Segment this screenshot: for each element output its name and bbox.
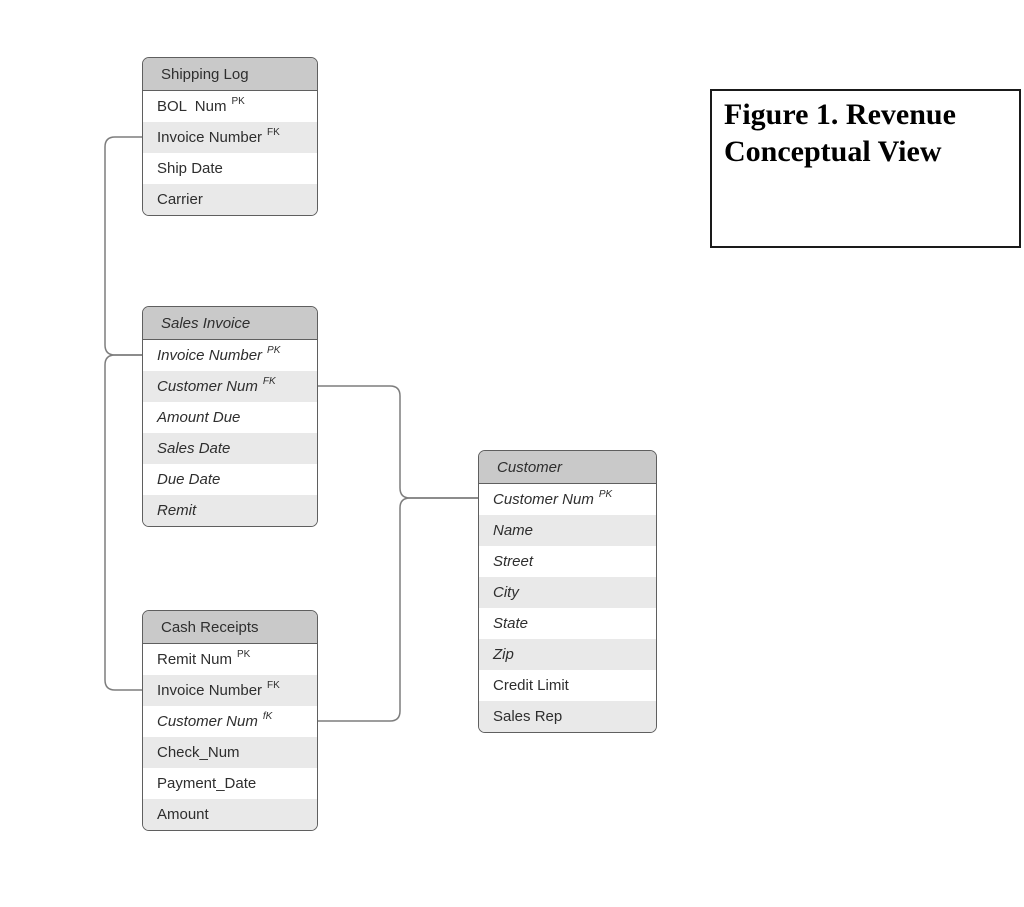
attribute-row: Zip [479, 639, 656, 670]
attribute-row: Name [479, 515, 656, 546]
entity-title: Customer [497, 458, 563, 476]
attribute-label: Customer Num [157, 713, 258, 730]
attribute-row: Check_Num [143, 737, 317, 768]
entity-shipping-log-header: Shipping Log [143, 58, 317, 91]
attribute-label: Name [493, 522, 534, 539]
attribute-label: Remit [157, 502, 197, 519]
attribute-row: Credit Limit [479, 670, 656, 701]
entity-cash-receipts-rows: Remit Num PK Invoice Number FK Customer … [143, 644, 317, 830]
entity-shipping-log[interactable]: Shipping Log BOL Num PK Invoice Number F… [142, 57, 318, 216]
attribute-label: Credit Limit [493, 677, 569, 694]
entity-customer-header: Customer [479, 451, 656, 484]
connector-salesinvoice-customer [318, 385, 478, 499]
attribute-label: Customer Num [157, 378, 258, 395]
entity-sales-invoice-rows: Invoice Number PK Customer Num FK Amount… [143, 340, 317, 526]
figure-caption-text: Figure 1. Revenue Conceptual View [724, 98, 956, 168]
entity-customer-rows: Customer Num PK Name Street City State Z… [479, 484, 656, 732]
attribute-label: Remit Num [157, 651, 233, 668]
attribute-label: Sales Rep [493, 708, 563, 725]
attribute-row: Remit Num PK [143, 644, 317, 675]
entity-title: Shipping Log [161, 65, 249, 83]
key-superscript: fK [262, 711, 273, 722]
connector-cashreceipts-customer [318, 497, 478, 722]
attribute-row: Ship Date [143, 153, 317, 184]
key-superscript: PK [237, 649, 251, 660]
attribute-row: Customer Num PK [479, 484, 656, 515]
attribute-label: Invoice Number [157, 682, 263, 699]
attribute-label: Zip [493, 646, 514, 663]
entity-sales-invoice-header: Sales Invoice [143, 307, 317, 340]
attribute-row: BOL Num PK [143, 91, 317, 122]
attribute-row: City [479, 577, 656, 608]
attribute-label: State [493, 615, 529, 632]
attribute-label: Sales Date [157, 440, 231, 457]
key-superscript: PK [598, 489, 613, 500]
attribute-row: Payment_Date [143, 768, 317, 799]
attribute-row: Carrier [143, 184, 317, 215]
attribute-label: Amount Due [157, 409, 241, 426]
attribute-label: City [493, 584, 519, 601]
entity-shipping-log-rows: BOL Num PK Invoice Number FK Ship Date C… [143, 91, 317, 215]
attribute-row: Street [479, 546, 656, 577]
attribute-label: Invoice Number [157, 347, 263, 364]
attribute-label: Street [493, 553, 534, 570]
connector-shippinglog-salesinvoice [104, 136, 142, 356]
attribute-label: Invoice Number [157, 129, 263, 146]
attribute-label: BOL Num [157, 98, 227, 115]
entity-cash-receipts-header: Cash Receipts [143, 611, 317, 644]
connector-cashreceipts-salesinvoice [104, 354, 142, 691]
attribute-label: Check_Num [157, 744, 240, 761]
key-superscript: FK [267, 680, 280, 691]
attribute-row: Sales Date [143, 433, 317, 464]
key-superscript: FK [267, 127, 280, 138]
attribute-row: State [479, 608, 656, 639]
entity-title: Sales Invoice [161, 314, 251, 332]
attribute-row: Remit [143, 495, 317, 526]
entity-sales-invoice[interactable]: Sales Invoice Invoice Number PK Customer… [142, 306, 318, 527]
attribute-row: Invoice Number FK [143, 675, 317, 706]
attribute-row: Amount Due [143, 402, 317, 433]
attribute-label: Amount [157, 806, 209, 823]
attribute-row: Customer Num fK [143, 706, 317, 737]
key-superscript: FK [262, 376, 276, 387]
entity-title: Cash Receipts [161, 618, 259, 636]
figure-caption-box[interactable]: Figure 1. Revenue Conceptual View [710, 89, 1021, 248]
attribute-row: Invoice Number PK [143, 340, 317, 371]
attribute-label: Customer Num [493, 491, 594, 508]
attribute-row: Sales Rep [479, 701, 656, 732]
attribute-label: Due Date [157, 471, 221, 488]
attribute-label: Payment_Date [157, 775, 257, 792]
attribute-row: Customer Num FK [143, 371, 317, 402]
key-superscript: PK [267, 345, 281, 356]
key-superscript: PK [231, 96, 245, 107]
entity-customer[interactable]: Customer Customer Num PK Name Street Cit… [478, 450, 657, 733]
attribute-row: Amount [143, 799, 317, 830]
entity-cash-receipts[interactable]: Cash Receipts Remit Num PK Invoice Numbe… [142, 610, 318, 831]
attribute-row: Due Date [143, 464, 317, 495]
attribute-label: Ship Date [157, 160, 223, 177]
attribute-label: Carrier [157, 191, 203, 208]
attribute-row: Invoice Number FK [143, 122, 317, 153]
